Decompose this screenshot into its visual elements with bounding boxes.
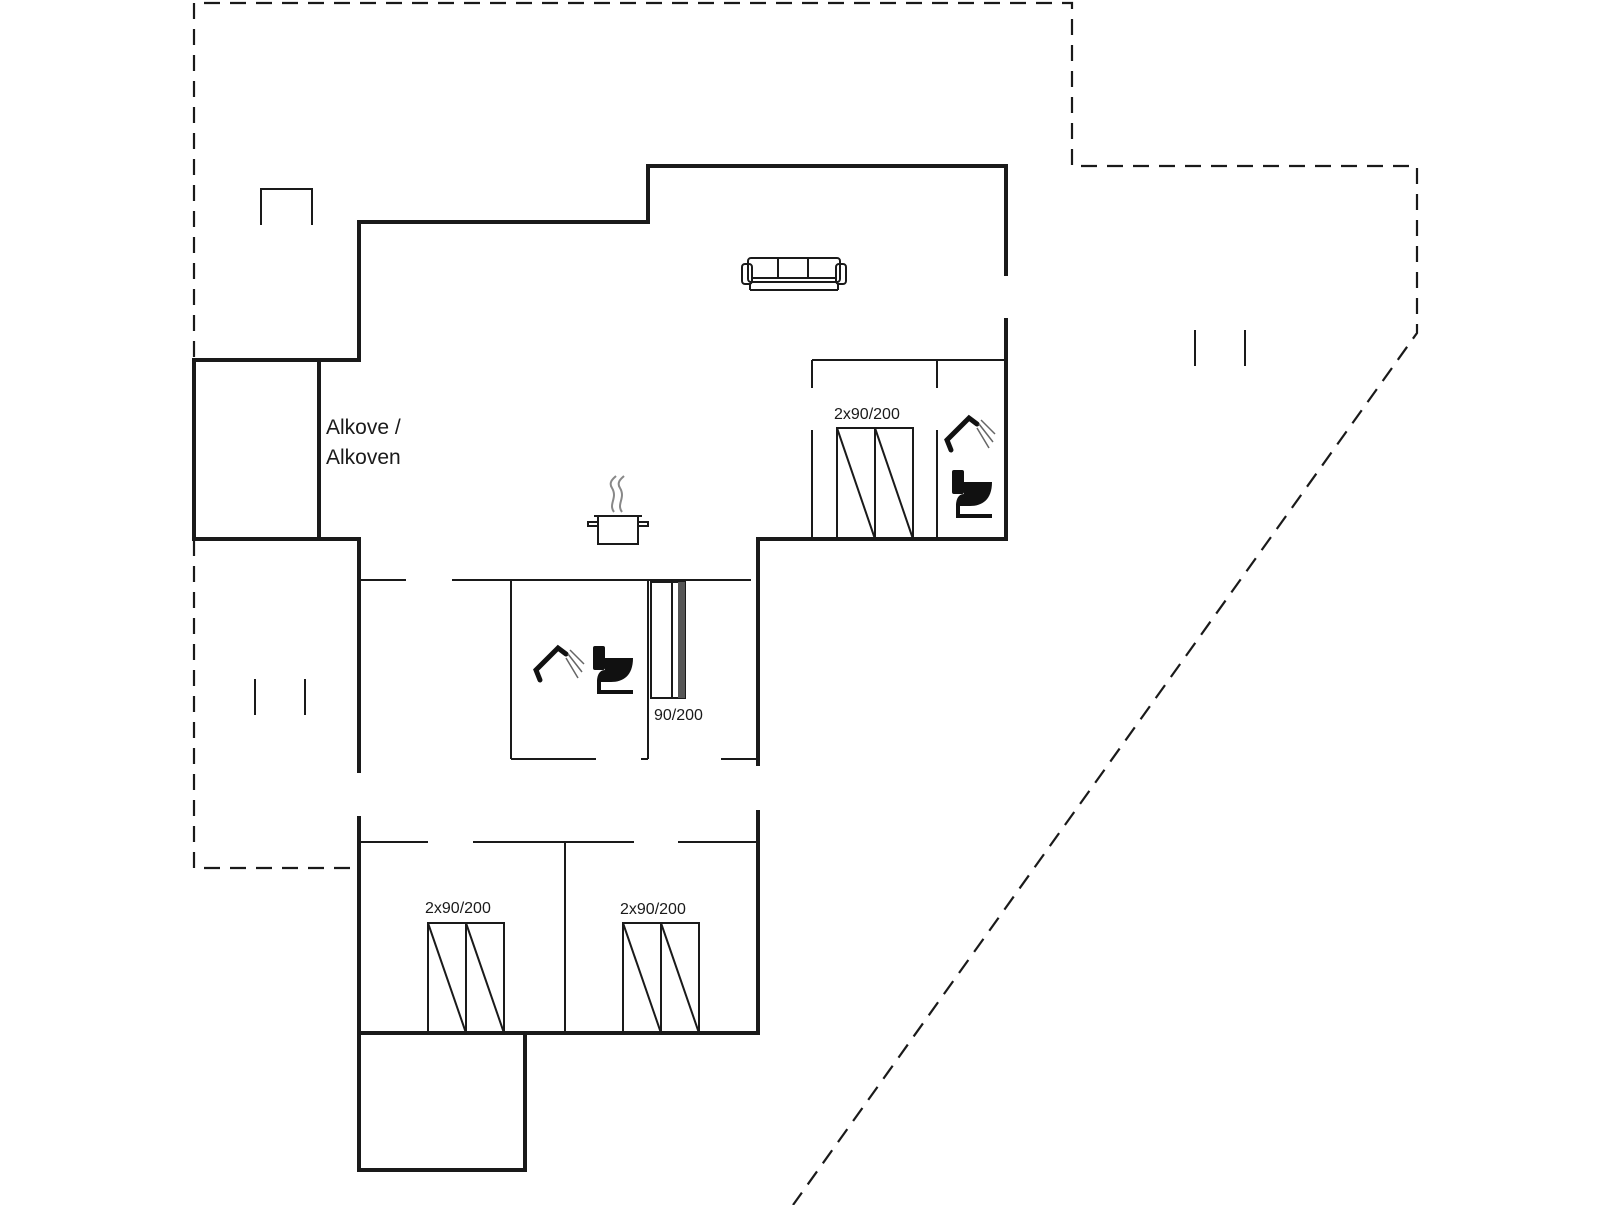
bed-size-label: 2x90/200 <box>425 900 491 917</box>
toilet-icon <box>952 470 992 518</box>
shower-icon <box>944 414 996 453</box>
cooking-pot-icon <box>587 475 649 545</box>
bed-size-label: 90/200 <box>654 707 703 724</box>
interior-partitions <box>359 359 1006 1033</box>
alcove-label-line1: Alkove / <box>326 416 401 439</box>
sofa-icon <box>741 257 847 291</box>
bed-size-label: 2x90/200 <box>620 901 686 918</box>
shower-icon <box>533 644 585 683</box>
alcove-label-line2: Alkoven <box>326 446 401 469</box>
terrace-outline <box>192 1 1419 1205</box>
toilet-icon <box>593 646 633 694</box>
bed-icon <box>427 427 914 1034</box>
step-markers <box>254 188 1246 715</box>
bed-size-label: 2x90/200 <box>834 406 900 423</box>
